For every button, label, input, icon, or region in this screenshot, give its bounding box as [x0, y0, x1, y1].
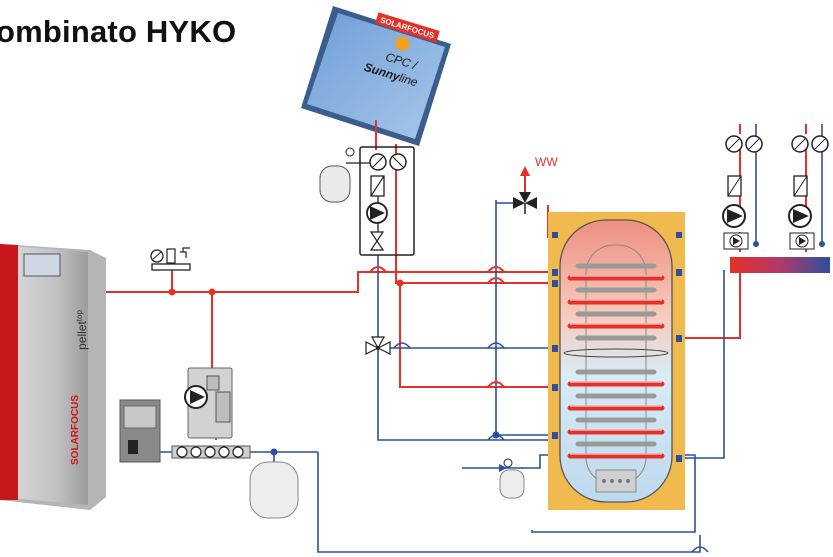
boiler-flow-pipe: [106, 271, 558, 293]
solar-return-pipe: [377, 255, 560, 441]
hc2-mixer-icon: [789, 232, 815, 250]
heating-circuit-1: [722, 135, 763, 250]
boiler-expansion-vessel-icon: [249, 461, 299, 519]
boiler-vent-icon: [166, 248, 176, 264]
heating-distributor: [730, 257, 830, 273]
boiler-brand: SOLARFOCUS: [70, 395, 81, 465]
boiler-model: pellettop: [75, 310, 89, 350]
heating-circuit-2: [788, 135, 829, 250]
hc1-mixer-icon: [723, 232, 749, 250]
diagram-title: ombinato HYKO: [0, 14, 237, 49]
combi-storage-tank: [548, 212, 685, 510]
solar-3way-valve-icon: [365, 336, 391, 355]
boiler-display: [23, 253, 61, 277]
tank-return-loop: [510, 454, 696, 533]
collector-brand-badge: [374, 12, 440, 43]
dhw-expansion-vessel: [499, 458, 525, 499]
boiler-front-panel: [0, 244, 18, 500]
cold-inlet-arrow-icon: [499, 464, 507, 472]
hot-water-arrow-icon: [520, 166, 530, 176]
boiler-loading-unit: [171, 367, 251, 459]
boiler-safety-group: [150, 247, 191, 271]
heating-circuit-flow: [685, 262, 741, 339]
solar-lower-coil-pipe: [399, 283, 558, 388]
heating-circuits: [722, 135, 830, 273]
dhw-mixing-valve: [513, 192, 537, 214]
solar-collector: SOLARFOCUS CPC / Sunnyline: [301, 6, 451, 146]
dhw-safety-valve-icon: [503, 458, 513, 468]
pipe-crossovers: [369, 266, 709, 553]
heating-circuit-return: [685, 270, 725, 459]
collector-logo-icon: [395, 36, 410, 51]
pellet-boiler: pellettop SOLARFOCUS: [0, 244, 161, 510]
solar-safety-valve-icon: [345, 147, 355, 157]
pipe-junctions: [168, 241, 825, 456]
tank-vessel: [559, 219, 673, 503]
boiler-safety-valve-icon: [180, 247, 190, 258]
hot-water-label: WW: [535, 155, 558, 169]
solar-valve-icon: [369, 231, 385, 243]
solar-flow-pipe: [395, 144, 558, 284]
hot-water-pipes: [106, 120, 807, 388]
dhw-expansion-vessel-icon: [499, 469, 525, 499]
solar-expansion-vessel-icon: [319, 165, 351, 203]
solar-hydraulic-unit: [319, 146, 415, 256]
hydraulic-unit-frame: [359, 146, 415, 256]
